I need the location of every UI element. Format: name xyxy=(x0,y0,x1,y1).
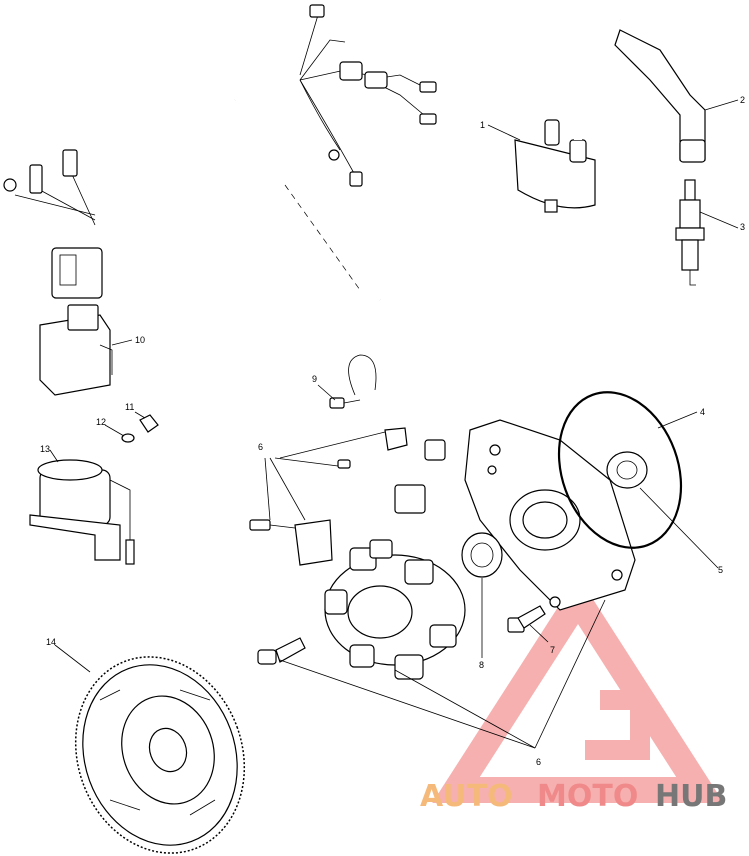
watermark-text: AUTO MOTO HUB xyxy=(420,779,727,814)
cover-bolt xyxy=(507,605,546,633)
stator-assembly xyxy=(324,539,466,680)
watermark-moto: MOTO xyxy=(537,779,638,814)
starter-solenoid xyxy=(29,459,135,565)
callout-6-upper: 6 xyxy=(258,442,263,452)
callout-14: 14 xyxy=(46,637,56,647)
harness-routing-line xyxy=(284,184,361,291)
callout-13: 13 xyxy=(40,444,50,454)
ignition-coil xyxy=(514,7,622,213)
callout-8: 8 xyxy=(479,660,484,670)
callout-5: 5 xyxy=(718,565,723,575)
callout-11: 11 xyxy=(125,402,134,412)
callout-7: 7 xyxy=(550,645,555,655)
callout-12: 12 xyxy=(96,417,106,427)
magneto-housing xyxy=(464,419,636,611)
callout-4: 4 xyxy=(700,407,705,417)
callout-10: 10 xyxy=(135,335,145,345)
ground-screw xyxy=(329,354,377,409)
nut-and-washer xyxy=(121,414,159,443)
callout-6-bottom: 6 xyxy=(536,757,541,767)
bearing-seal xyxy=(461,532,503,578)
leader-lines xyxy=(49,99,739,749)
callout-labels: 1 2 3 4 5 6 6 7 8 9 10 11 12 13 14 xyxy=(40,95,745,767)
callout-9: 9 xyxy=(312,374,317,384)
callout-1: 1 xyxy=(480,120,485,130)
stator-screw xyxy=(257,637,306,665)
spark-plug xyxy=(675,179,705,286)
watermark-logo xyxy=(432,575,724,803)
flywheel xyxy=(74,656,246,854)
o-ring xyxy=(557,391,683,549)
watermark-auto: AUTO xyxy=(420,779,513,814)
cdi-module xyxy=(39,304,113,396)
watermark-hub: HUB xyxy=(655,779,727,814)
spark-plug-cap xyxy=(614,29,706,163)
callout-3: 3 xyxy=(740,222,745,232)
wire-clamps-and-screws xyxy=(249,297,474,566)
oil-seal xyxy=(606,451,648,489)
callout-2: 2 xyxy=(740,95,745,105)
wiring-harness xyxy=(3,4,437,299)
